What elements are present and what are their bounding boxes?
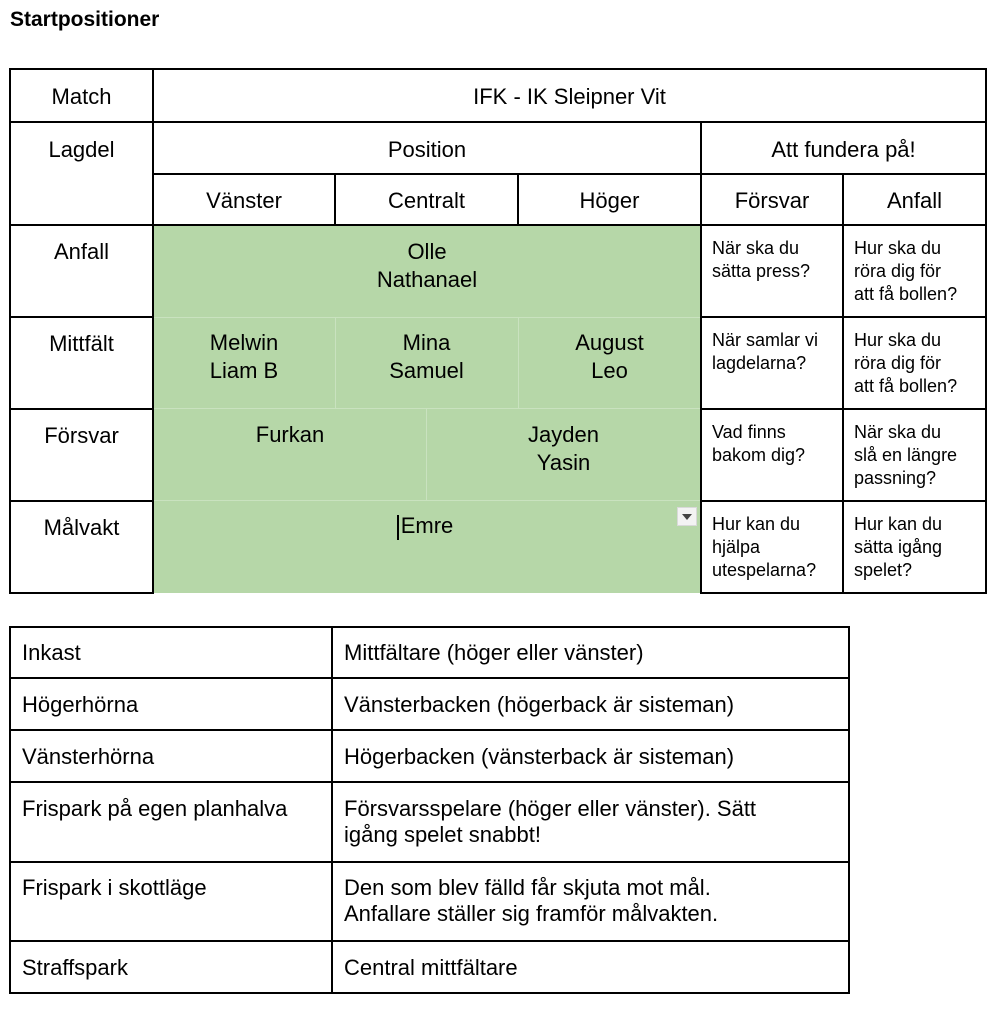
column-header-forsvar: Försvar [734,188,810,213]
position-header: Position [387,137,467,162]
table-border [9,626,11,994]
table-border [9,68,987,70]
situation-frispark-egen: Frispark på egen planhalva [22,796,288,821]
field-line [153,500,701,501]
row-label-anfall: Anfall [53,239,110,264]
row-label-malvakt: Målvakt [43,515,120,540]
field-line [153,408,701,409]
situation-hogerhorna: Högerhörna [22,692,139,717]
dropdown-arrow-icon[interactable] [677,507,697,526]
question-anfall-anfall: Hur ska du röra dig för att få bollen? [854,238,958,304]
players-forsvar-right[interactable]: Jayden Yasin [528,422,599,475]
table-border [9,781,850,783]
question-forsvar-anfall: När ska du slå en längre passning? [854,422,958,488]
row-label-mittfalt: Mittfält [49,331,114,356]
table-border [9,408,154,410]
players-mittfalt-right[interactable]: August Leo [575,330,644,383]
think-header: Att fundera på! [771,137,916,162]
situation-straffspark: Straffspark [22,955,128,980]
action-hogerhorna: Vänsterbacken (högerback är sisteman) [344,692,735,717]
table-border [9,592,154,594]
table-border [152,68,154,594]
field-line [426,408,427,500]
table-border [9,677,850,679]
table-border [9,68,11,594]
table-border [848,626,850,994]
table-border [9,500,154,502]
table-border [842,173,844,594]
match-label: Match [51,84,112,109]
table-border [9,316,154,318]
situation-vansterhorna: Vänsterhörna [22,744,155,769]
action-inkast: Mittfältare (höger eller vänster) [344,640,644,665]
table-border [9,729,850,731]
question-malvakt-forsvar: Hur kan du hjälpa utespelarna? [712,514,817,580]
table-border [517,173,519,225]
row-label-forsvar: Försvar [44,423,119,448]
table-border [331,626,333,994]
question-mittfalt-forsvar: När samlar vi lagdelarna? [712,330,819,373]
question-malvakt-anfall: Hur kan du sätta igång spelet? [854,514,943,580]
table-border [9,861,850,863]
situation-frispark-skott: Frispark i skottläge [22,875,207,900]
table-border [9,626,850,628]
action-frispark-skott: Den som blev fälld får skjuta mot mål. A… [344,875,719,926]
table-border [9,992,850,994]
column-header-anfall: Anfall [886,188,943,213]
players-anfall[interactable]: Olle Nathanael [376,239,478,292]
column-header-centralt: Centralt [387,188,466,213]
field-line [518,317,519,408]
table-border [152,173,987,175]
question-forsvar-forsvar: Vad finns bakom dig? [712,422,806,465]
field-area [153,225,701,593]
situation-inkast: Inkast [22,640,81,665]
field-line [153,317,701,318]
table-border [700,121,702,594]
column-header-vanster: Vänster [206,188,282,213]
players-malvakt[interactable]: Emre [400,513,454,538]
action-frispark-egen: Försvarsspelare (höger eller vänster). S… [344,796,757,847]
column-header-hoger: Höger [579,188,640,213]
table-border [9,224,987,226]
players-mittfalt-left[interactable]: Melwin Liam B [209,330,279,383]
action-vansterhorna: Högerbacken (vänsterback är sisteman) [344,744,735,769]
table-border [334,173,336,225]
table-border [9,121,987,123]
page-title: Startpositioner [10,8,160,31]
text-cursor [397,515,399,540]
players-mittfalt-center[interactable]: Mina Samuel [389,330,464,383]
table-border [9,940,850,942]
question-mittfalt-anfall: Hur ska du röra dig för att få bollen? [854,330,958,396]
lagdel-label: Lagdel [48,137,115,162]
players-forsvar-left[interactable]: Furkan [255,422,325,447]
field-line [335,317,336,408]
table-border [985,68,987,594]
question-anfall-forsvar: När ska du sätta press? [712,238,811,281]
match-value: IFK - IK Sleipner Vit [473,84,666,109]
action-straffspark: Central mittfältare [344,955,518,980]
